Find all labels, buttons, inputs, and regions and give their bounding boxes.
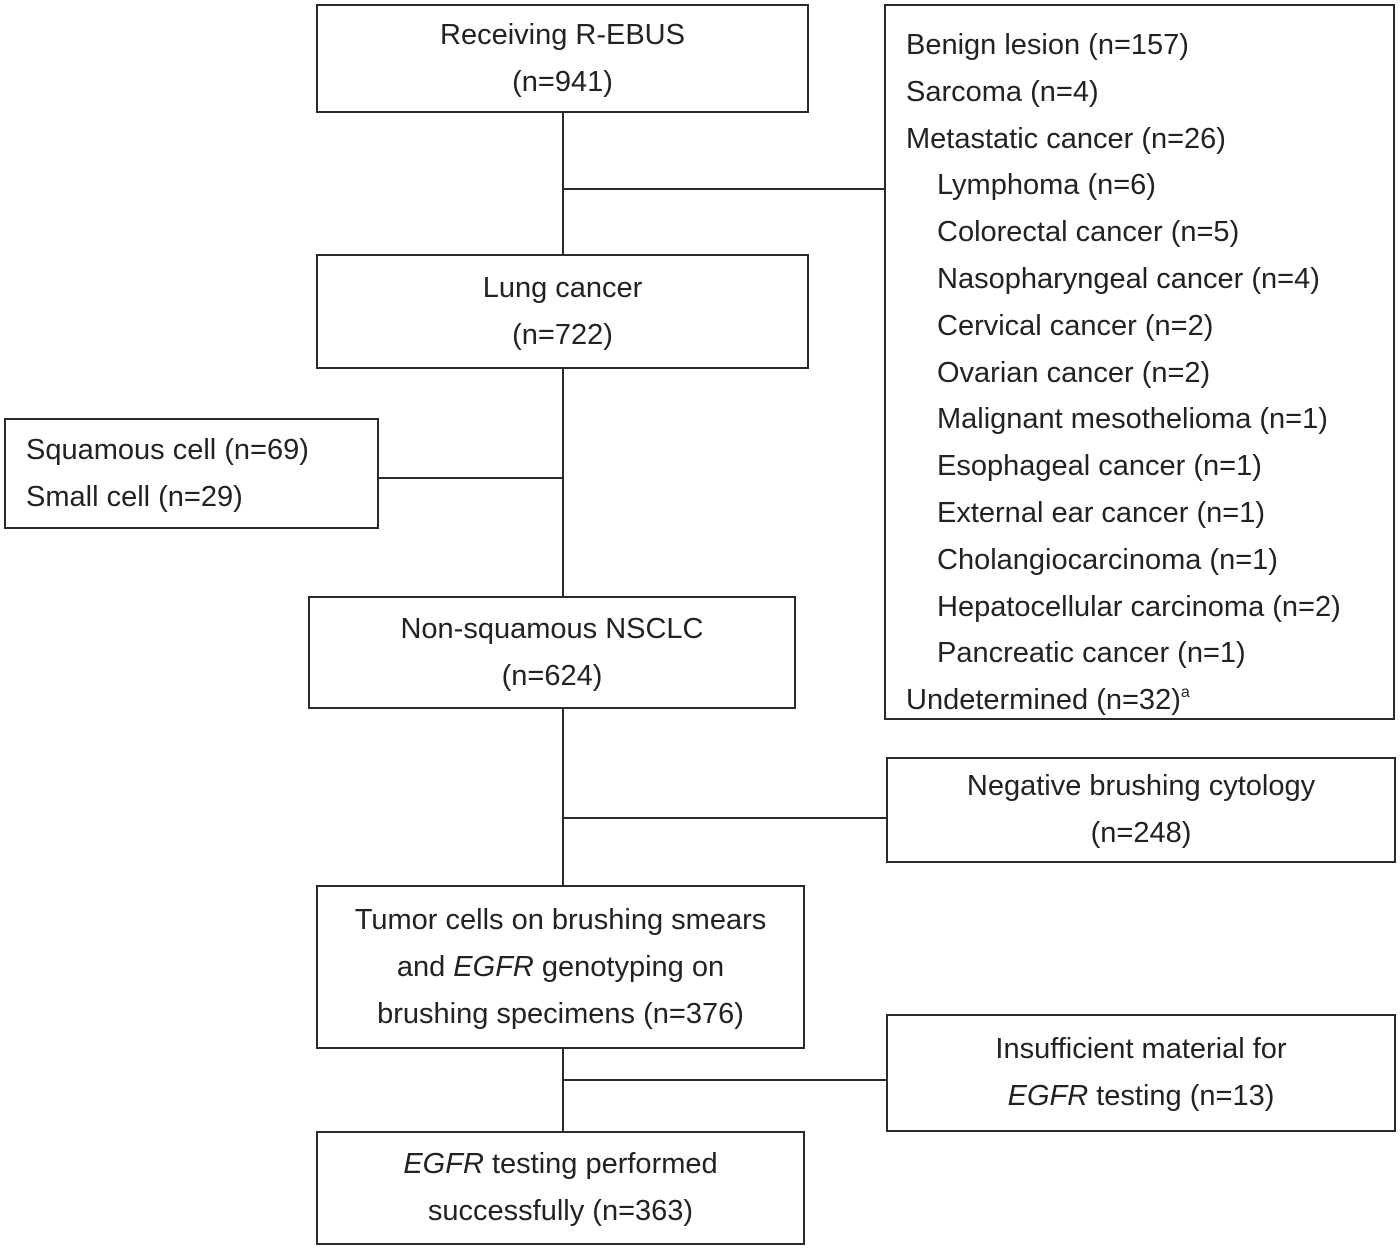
connector-to-insufficient (562, 1079, 887, 1081)
tumor-cells-line3: brushing specimens (n=376) (377, 997, 744, 1030)
metastatic-subitem: Ovarian cancer (n=2) (937, 356, 1211, 389)
egfr-success-line2: successfully (n=363) (427, 1195, 694, 1227)
receiving-count: (n=941) (512, 65, 613, 98)
metastatic-subitem: Pancreatic cancer (n=1) (937, 637, 1246, 670)
sarcoma-item: Sarcoma (n=4) (906, 75, 1099, 108)
box-egfr-success: EGFR testing performed successfully (n=3… (316, 1131, 805, 1245)
undetermined-item: Undetermined (n=32)a (906, 684, 1190, 717)
connector-main-2 (562, 368, 564, 597)
squamous-cell-item: Squamous cell (n=69) (26, 433, 309, 466)
connector-to-negative (562, 817, 887, 819)
box-insufficient-material: Insufficient material for EGFR testing (… (886, 1014, 1396, 1132)
negative-cytology-count: (n=248) (1090, 817, 1192, 849)
box-non-squamous-nsclc: Non-squamous NSCLC (n=624) (308, 596, 796, 709)
box-squamous-small-cell: Squamous cell (n=69) Small cell (n=29) (4, 418, 379, 529)
connector-main-4 (562, 1047, 564, 1132)
connector-to-non-lung (562, 188, 885, 190)
non-squamous-label: Non-squamous NSCLC (400, 612, 704, 645)
lung-cancer-count: (n=722) (512, 318, 613, 351)
metastatic-subitem: Malignant mesothelioma (n=1) (937, 403, 1328, 436)
metastatic-cancer-item: Metastatic cancer (n=26) (906, 122, 1226, 155)
box-non-lung-diagnoses: Benign lesion (n=157) Sarcoma (n=4) Meta… (884, 4, 1395, 720)
box-lung-cancer: Lung cancer (n=722) (316, 254, 809, 369)
egfr-gene-name: EGFR (1007, 1080, 1089, 1112)
connector-to-squamous (378, 477, 564, 479)
egfr-success-line1: EGFR testing performed (403, 1148, 718, 1180)
tumor-cells-line1: Tumor cells on brushing smears (354, 903, 767, 936)
metastatic-subitem: Lymphoma (n=6) (937, 169, 1156, 202)
metastatic-subitem: Hepatocellular carcinoma (n=2) (937, 590, 1341, 623)
non-squamous-count: (n=624) (501, 659, 603, 692)
metastatic-subitem: Cervical cancer (n=2) (937, 309, 1214, 342)
negative-cytology-label: Negative brushing cytology (966, 770, 1316, 802)
box-negative-cytology: Negative brushing cytology (n=248) (886, 757, 1396, 863)
egfr-gene-name: EGFR (453, 950, 534, 983)
metastatic-subitem: Colorectal cancer (n=5) (937, 216, 1240, 249)
metastatic-subitem: External ear cancer (n=1) (937, 496, 1266, 529)
receiving-label: Receiving R-EBUS (440, 18, 685, 51)
benign-lesion-item: Benign lesion (n=157) (906, 29, 1189, 61)
insufficient-line2: EGFR testing (n=13) (1007, 1080, 1275, 1112)
footnote-marker: a (1180, 684, 1190, 702)
egfr-gene-name: EGFR (403, 1148, 484, 1180)
metastatic-subitem: Nasopharyngeal cancer (n=4) (937, 262, 1320, 295)
small-cell-item: Small cell (n=29) (26, 480, 243, 513)
box-tumor-cells: Tumor cells on brushing smears and EGFR … (316, 885, 805, 1049)
connector-main-3 (562, 707, 564, 886)
box-receiving-rebus: Receiving R-EBUS (n=941) (316, 4, 809, 113)
lung-cancer-label: Lung cancer (482, 271, 643, 304)
insufficient-line1: Insufficient material for (995, 1033, 1287, 1065)
tumor-cells-line2: and EGFR genotyping on (396, 950, 725, 983)
connector-main-1 (562, 111, 564, 255)
metastatic-subitem: Esophageal cancer (n=1) (937, 450, 1262, 483)
metastatic-subitem: Cholangiocarcinoma (n=1) (937, 543, 1278, 576)
